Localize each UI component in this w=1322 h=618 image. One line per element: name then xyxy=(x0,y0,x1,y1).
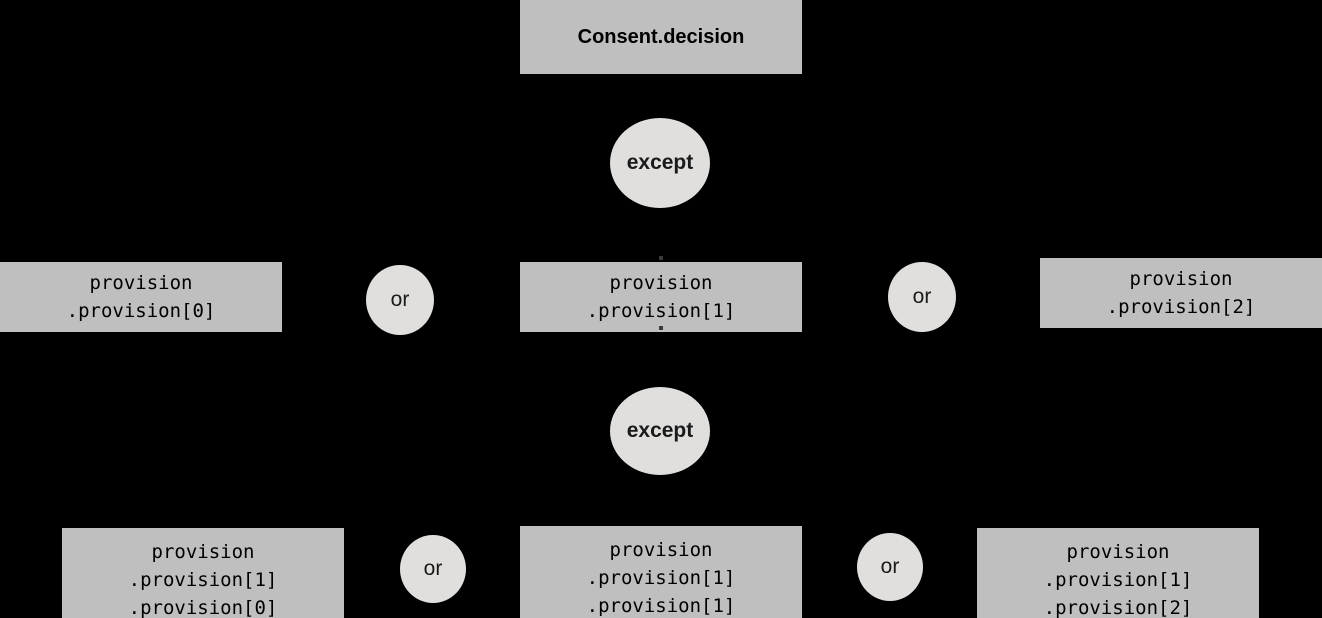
operator-except-bottom[interactable]: except xyxy=(610,387,710,475)
node-consent-decision[interactable]: Consent.decision xyxy=(520,0,802,74)
operator-or-bottom-right[interactable]: or xyxy=(857,533,923,601)
node-provision-2-line-1: .provision[2] xyxy=(1106,296,1256,318)
node-provision-0-line-0: provision xyxy=(89,272,193,294)
operator-or-top-left-label: or xyxy=(390,288,410,311)
node-provision-0-line-1: .provision[0] xyxy=(66,300,216,322)
operator-or-bottom-left[interactable]: or xyxy=(400,535,466,603)
node-provision-1-0-line-2: .provision[0] xyxy=(128,597,278,618)
operator-except-bottom-label: except xyxy=(626,419,694,442)
operator-except-top[interactable]: except xyxy=(610,118,710,208)
node-provision-1-1-line-2: .provision[1] xyxy=(586,595,736,617)
node-provision-1-2-line-2: .provision[2] xyxy=(1043,597,1193,618)
node-provision-0[interactable]: provision .provision[0] xyxy=(0,262,282,332)
edge-stub-top xyxy=(659,256,663,260)
node-provision-1-0-line-0: provision xyxy=(151,541,255,563)
node-provision-1-2-line-1: .provision[1] xyxy=(1043,569,1193,591)
operator-or-top-right-label: or xyxy=(912,285,932,308)
operator-or-top-right[interactable]: or xyxy=(888,262,956,332)
node-provision-2[interactable]: provision .provision[2] xyxy=(1040,258,1322,328)
node-provision-2-line-0: provision xyxy=(1129,268,1233,290)
node-provision-1-1-line-1: .provision[1] xyxy=(586,567,736,589)
operator-or-bottom-left-label: or xyxy=(423,557,443,580)
node-provision-1-line-1: .provision[1] xyxy=(586,300,736,322)
node-provision-1-0[interactable]: provision .provision[1] .provision[0] xyxy=(62,528,344,618)
node-provision-1-line-0: provision xyxy=(609,272,713,294)
operator-or-bottom-right-label: or xyxy=(880,555,900,578)
node-provision-1[interactable]: provision .provision[1] xyxy=(520,262,802,332)
node-provision-1-1-line-0: provision xyxy=(609,539,713,561)
edge-stub-bottom xyxy=(659,326,663,330)
node-provision-1-2[interactable]: provision .provision[1] .provision[2] xyxy=(977,528,1259,618)
operator-except-top-label: except xyxy=(626,151,694,174)
node-provision-1-0-line-1: .provision[1] xyxy=(128,569,278,591)
node-consent-decision-label: Consent.decision xyxy=(577,25,745,48)
node-provision-1-1[interactable]: provision .provision[1] .provision[1] xyxy=(520,526,802,618)
node-provision-1-2-line-0: provision xyxy=(1066,541,1170,563)
operator-or-top-left[interactable]: or xyxy=(366,265,434,335)
